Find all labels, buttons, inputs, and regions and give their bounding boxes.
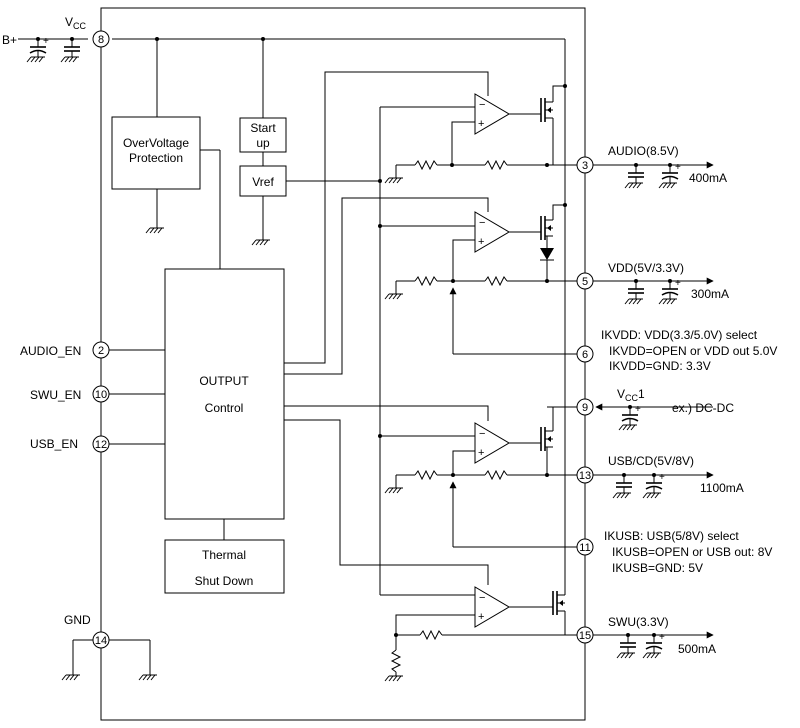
- svg-text:2: 2: [98, 345, 104, 357]
- vcc-label: VCC: [65, 15, 87, 31]
- svg-text:Control: Control: [205, 401, 244, 415]
- vref-block: Vref: [239, 165, 287, 197]
- svg-text:Shut Down: Shut Down: [195, 574, 254, 588]
- svg-text:14: 14: [95, 635, 107, 647]
- bplus-label: B+: [2, 33, 17, 47]
- svg-text:13: 13: [579, 470, 591, 482]
- svg-text:ex.) DC-DC: ex.) DC-DC: [672, 401, 734, 415]
- usb-regulator: [380, 406, 577, 548]
- svg-text:SWU_EN: SWU_EN: [30, 388, 81, 402]
- pin-vdd: 5 VDD(5V/3.3V) 300mA: [576, 261, 729, 304]
- svg-text:Thermal: Thermal: [202, 548, 246, 562]
- svg-text:USB/CD(5V/8V): USB/CD(5V/8V): [608, 454, 694, 468]
- svg-text:OverVoltage: OverVoltage: [123, 136, 189, 150]
- svg-text:12: 12: [95, 439, 107, 451]
- thermal-shutdown-block: Thermal Shut Down: [164, 539, 285, 594]
- svg-text:OUTPUT: OUTPUT: [199, 374, 249, 388]
- svg-text:8: 8: [98, 34, 104, 46]
- svg-text:VDD(5V/3.3V): VDD(5V/3.3V): [608, 261, 684, 275]
- overvoltage-protection-block: OverVoltage Protection: [111, 116, 201, 190]
- svg-text:3: 3: [582, 160, 588, 172]
- vdd-regulator: [380, 204, 577, 355]
- pin-usb-en: USB_EN 12: [30, 435, 165, 453]
- svg-text:IKVDD: VDD(3.3/5.0V) select: IKVDD: VDD(3.3/5.0V) select: [601, 328, 758, 342]
- svg-text:1100mA: 1100mA: [700, 481, 744, 495]
- svg-text:10: 10: [95, 389, 107, 401]
- svg-text:500mA: 500mA: [678, 642, 716, 656]
- pin-ikvdd: 6 IKVDD: VDD(3.3/5.0V) select IKVDD=OPEN…: [576, 328, 777, 373]
- svg-text:400mA: 400mA: [689, 171, 727, 185]
- svg-text:9: 9: [582, 402, 588, 414]
- svg-text:IKUSB=OPEN or USB out: 8V: IKUSB=OPEN or USB out: 8V: [612, 545, 772, 559]
- svg-text:AUDIO(8.5V): AUDIO(8.5V): [608, 144, 679, 158]
- svg-text:IKVDD=OPEN or VDD out 5.0V: IKVDD=OPEN or VDD out 5.0V: [609, 344, 777, 358]
- pin-audio: 3 AUDIO(8.5V) 400mA: [576, 144, 727, 188]
- svg-text:Vref: Vref: [252, 175, 274, 189]
- svg-text:5: 5: [582, 276, 588, 288]
- pin-usb: 13 USB/CD(5V/8V) 1100mA: [576, 454, 744, 498]
- pin-ikusb: 11 IKUSB: USB(5/8V) select IKUSB=OPEN or…: [576, 529, 772, 575]
- svg-text:15: 15: [579, 630, 591, 642]
- svg-text:GND: GND: [64, 613, 91, 627]
- svg-text:300mA: 300mA: [691, 287, 729, 301]
- pin-audio-en: AUDIO_EN 2: [20, 341, 165, 359]
- svg-text:VCC1: VCC1: [617, 387, 645, 403]
- svg-text:6: 6: [582, 349, 588, 361]
- svg-text:IKVDD=GND: 3.3V: IKVDD=GND: 3.3V: [609, 359, 711, 373]
- svg-text:up: up: [256, 136, 270, 150]
- svg-text:SWU(3.3V): SWU(3.3V): [608, 615, 669, 629]
- svg-text:Protection: Protection: [129, 151, 183, 165]
- output-control-block: OUTPUT Control: [164, 268, 285, 520]
- svg-text:Start: Start: [250, 121, 276, 135]
- swu-regulator: [380, 560, 577, 682]
- vcc-input-section: B+ VCC: [2, 15, 88, 62]
- svg-text:11: 11: [579, 542, 590, 554]
- audio-regulator: [380, 85, 577, 184]
- pin-swu-en: SWU_EN 10: [30, 385, 165, 403]
- svg-text:IKUSB=GND: 5V: IKUSB=GND: 5V: [612, 561, 703, 575]
- pin-vcc: 8: [92, 30, 110, 48]
- svg-text:USB_EN: USB_EN: [30, 437, 78, 451]
- svg-text:IKUSB: USB(5/8V) select: IKUSB: USB(5/8V) select: [604, 529, 739, 543]
- startup-block: Start up: [239, 117, 287, 153]
- pin-gnd: GND 14: [61, 613, 158, 681]
- svg-text:AUDIO_EN: AUDIO_EN: [20, 344, 81, 358]
- pin-swu: 15 SWU(3.3V) 500mA: [576, 615, 716, 658]
